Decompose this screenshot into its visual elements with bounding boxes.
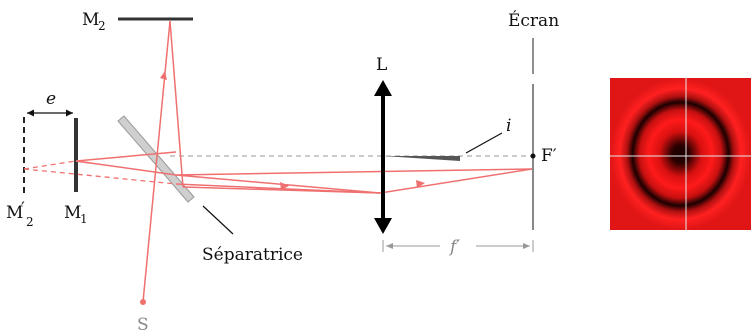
focal-arrow-left-icon — [386, 243, 393, 249]
beam-arrow-right-icon — [280, 182, 289, 190]
light-beams — [75, 20, 533, 303]
lens-bottom-arrow-icon — [374, 218, 392, 234]
interference-pattern — [610, 78, 751, 230]
beam-arrow-up-icon — [160, 71, 167, 80]
label-m1: M — [64, 203, 81, 223]
angle-pointer — [465, 132, 503, 154]
focal-arrow-right-icon — [523, 243, 530, 249]
label-lens: L — [376, 55, 387, 75]
label-m2: M — [82, 10, 99, 30]
lens-top-arrow-icon — [374, 80, 392, 96]
label-angle: i — [506, 116, 511, 136]
label-focal-point: F′ — [541, 146, 557, 166]
label-focal-length: f′ — [448, 237, 460, 257]
label-screen: Écran — [508, 10, 559, 31]
label-source: S — [137, 315, 149, 335]
label-separatrice: Séparatrice — [202, 245, 303, 265]
angle-wedge — [383, 156, 460, 161]
label-m2-image-sub: 2 — [26, 215, 34, 229]
arrowhead-left-icon — [27, 109, 34, 117]
label-m2-image: M — [6, 203, 23, 223]
label-m2-image-prime: ′ — [21, 199, 25, 219]
arrowhead-right-icon — [66, 109, 73, 117]
virtual-rays — [23, 160, 177, 185]
beam-arrow-right-2-icon — [416, 180, 425, 188]
label-m1-sub: 1 — [80, 212, 88, 226]
focal-point — [530, 153, 536, 159]
label-m2-sub: 2 — [98, 19, 106, 33]
separatrice-pointer — [202, 205, 234, 235]
label-e: e — [46, 89, 56, 109]
